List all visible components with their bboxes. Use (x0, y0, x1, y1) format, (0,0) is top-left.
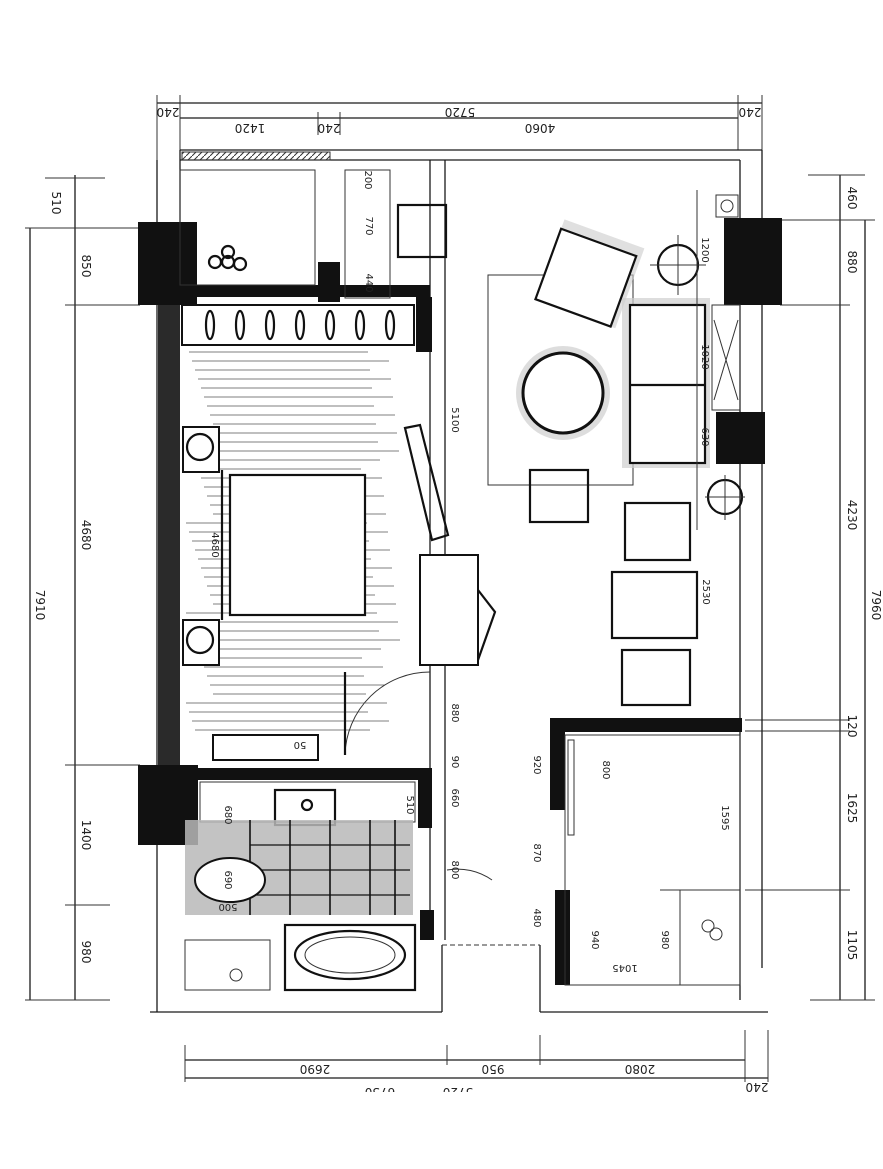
wardrobe-hangers (204, 309, 396, 341)
dim-vanity: 510 (404, 795, 415, 814)
dim-right-top: 460 (845, 187, 859, 210)
dim-desk-b: 770 (363, 216, 374, 235)
wardrobe (181, 304, 415, 346)
dim-left-column: 850 (79, 255, 93, 278)
column-top-right (724, 218, 782, 305)
dim-closet-a: 920 (531, 755, 542, 774)
dim-closet-h: 1045 (612, 962, 637, 973)
dim-top-outer-left: 240 (157, 105, 180, 119)
dim-right-living: 4230 (845, 500, 859, 531)
dim-right-bottom: 1105 (845, 930, 859, 961)
dim-left-bottom: 980 (79, 941, 93, 964)
chair (620, 648, 692, 707)
dim-wc-b: 690 (222, 870, 233, 889)
bathtub-basin (293, 929, 407, 981)
dim-top-outer-right: 240 (739, 105, 762, 119)
dim-left-total: 7910 (33, 590, 47, 621)
dim-top-left-room: 1420 (235, 121, 266, 135)
shower-icon (701, 919, 715, 933)
dim-door-d: 800 (449, 860, 460, 879)
dim-door-b: 90 (449, 756, 460, 769)
dim-door-c: 660 (449, 788, 460, 807)
bedroom (179, 169, 497, 761)
column-mid-right (716, 412, 765, 464)
closet (550, 718, 742, 986)
dining-chair (528, 468, 590, 524)
interior-dimensions: 200 770 440 5100 4680 880 90 660 800 510… (209, 170, 730, 973)
dim-bed-length: 4680 (209, 532, 220, 557)
luggage-rack (419, 554, 479, 666)
dim-bottom-wall: 240 (746, 1080, 769, 1094)
desk-area (344, 169, 448, 299)
dim-closet-c: 870 (531, 843, 542, 862)
bed (228, 473, 367, 617)
dim-closet-d: 480 (531, 908, 542, 927)
lamp-icon (185, 432, 215, 462)
dim-door-a: 880 (449, 703, 460, 722)
chair (623, 501, 692, 562)
top-dimensions: 240 5720 240 1420 240 4060 (156, 95, 763, 160)
walls (138, 149, 782, 1013)
dim-desk-a: 200 (362, 170, 373, 189)
toilet (194, 857, 266, 903)
dim-sofa: 1020 (699, 344, 710, 369)
living-area (487, 190, 745, 707)
dim-wc-a: 680 (222, 805, 233, 824)
tv-unit (403, 423, 450, 542)
dim-bottom-bath: 2690 (300, 1062, 331, 1076)
dim-living-length: 5100 (449, 407, 460, 432)
dim-top-mid-wall: 240 (318, 121, 341, 135)
bottom-dimensions: 2690 950 2080 240 6730 5720 (184, 1030, 769, 1099)
dim-bottom-closet: 2080 (625, 1062, 656, 1076)
armchair (534, 219, 645, 329)
dim-closet-g: 980 (659, 930, 670, 949)
left-dimensions: 510 850 4680 1400 980 7910 (25, 175, 140, 1001)
right-dimensions: 460 880 4230 120 1625 1105 7960 (745, 174, 883, 1001)
decor-circles (207, 244, 248, 272)
dim-top-total: 5720 (445, 105, 476, 119)
dim-side: 630 (699, 427, 710, 446)
dim-bottom-total-a: 6730 (365, 1085, 396, 1099)
dim-seating: 2530 (700, 579, 711, 604)
dim-right-total: 7960 (869, 590, 883, 621)
door-swing (344, 671, 431, 756)
dim-right-column: 880 (845, 251, 859, 274)
dim-closet-e: 1595 (719, 805, 730, 830)
dim-right-wall: 120 (845, 715, 859, 738)
desk-chair (396, 203, 448, 259)
dim-top-right-room: 4060 (525, 121, 556, 135)
bathtub (283, 923, 417, 992)
dim-left-bedroom: 4680 (79, 520, 93, 551)
dim-closet-f: 940 (589, 930, 600, 949)
sink (273, 788, 337, 827)
dim-right-closet: 1625 (845, 793, 859, 824)
chair (610, 570, 699, 640)
dim-closet-b: 800 (600, 760, 611, 779)
dim-bed-foot: 50 (294, 739, 307, 750)
lamp-icon (185, 625, 215, 655)
bathroom (184, 768, 493, 992)
dim-wc-c: 500 (218, 901, 237, 912)
dim-bottom-total-b: 5720 (443, 1085, 474, 1099)
dim-left-top: 510 (49, 192, 63, 215)
bench (212, 734, 319, 761)
dim-desk-c: 440 (363, 273, 374, 292)
dim-lamp: 1200 (699, 237, 710, 262)
dim-left-bath: 1400 (79, 820, 93, 851)
dim-bottom-corridor: 950 (482, 1062, 505, 1076)
